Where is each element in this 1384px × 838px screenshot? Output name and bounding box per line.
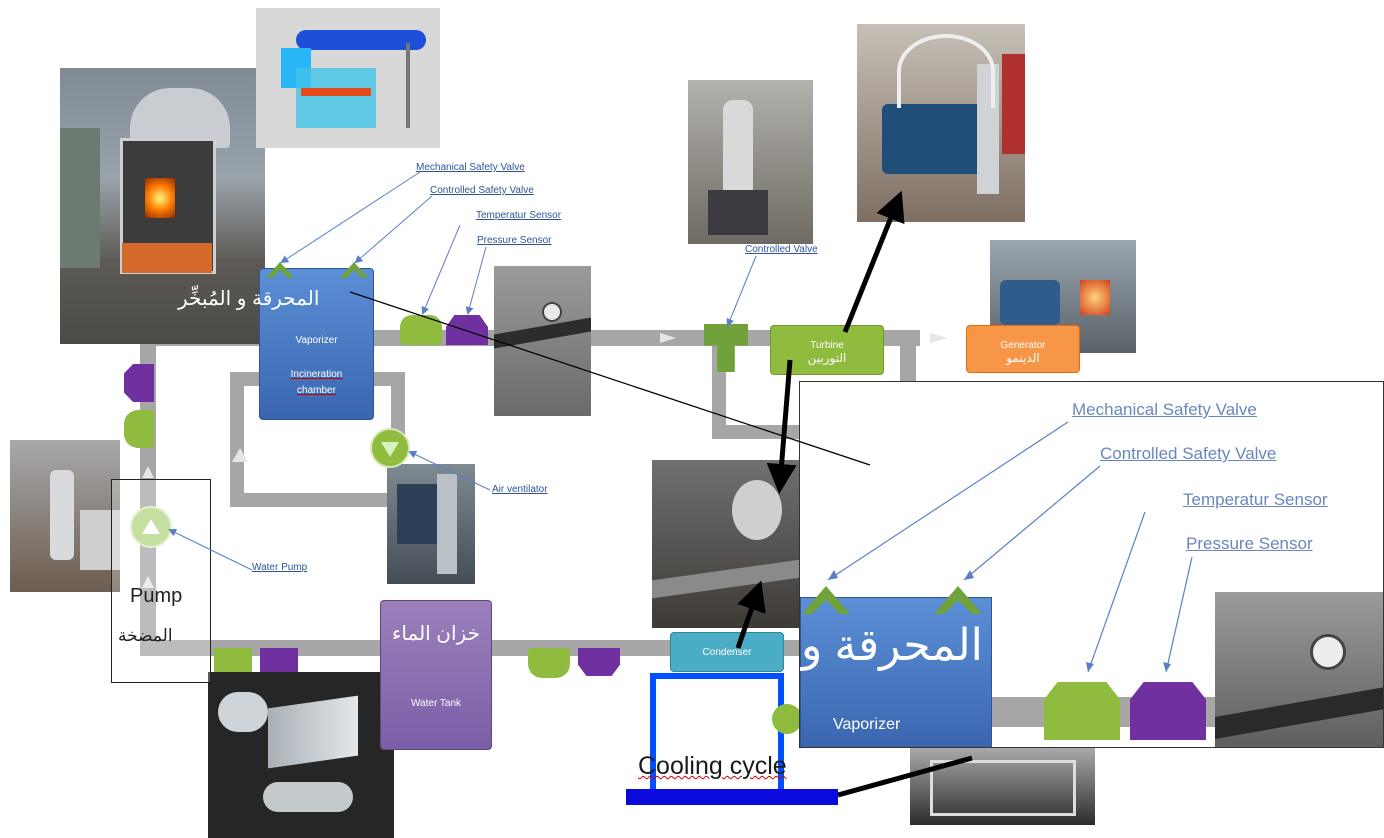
incinerator-photo [60, 68, 265, 344]
flow-arrow [930, 333, 948, 343]
turbine-label: Turbine [810, 340, 844, 351]
water-tank-photo [208, 672, 394, 838]
zoom-vaporizer-label: Vaporizer [833, 716, 901, 733]
water-pump-annotation: Water Pump [252, 562, 308, 573]
incineration-label: Incineration [290, 369, 343, 380]
zoom-mechanical-safety-valve-annotation: Mechanical Safety Valve [1072, 400, 1257, 419]
pointer-mechanical-valve [280, 171, 421, 264]
left-pressure-sensor-icon [124, 364, 154, 402]
flow-arrow [660, 333, 676, 343]
zoom-pressure-sensor-annotation: Pressure Sensor [1186, 534, 1313, 553]
pointer-air-ventilator [408, 450, 491, 491]
turbine-arabic-label: التوربين [807, 351, 847, 365]
generator-arabic-label: الدينمو [1006, 351, 1040, 365]
cooling-base [626, 789, 838, 805]
pump-photo [10, 440, 120, 592]
design-render-photo [256, 8, 440, 148]
water-tank-label: Water Tank [410, 698, 462, 709]
zoom-inset: المحرقة و Vaporizer Mechanical Safety Va… [799, 381, 1384, 748]
mechanical-safety-valve-icon [266, 262, 294, 278]
vaporizer-label: Vaporizer [295, 335, 338, 346]
condenser-box: Condenser [670, 632, 784, 672]
water-pump-icon [130, 506, 172, 548]
water-tank-arabic-label: خزان الماء [392, 623, 480, 645]
condenser-up-connector [766, 359, 797, 494]
turbine-down-pipe [900, 330, 916, 390]
condensate-temperature-sensor-icon [528, 648, 570, 678]
bottom-temperature-sensor-icon [214, 648, 252, 672]
zoom-gauge-photo [1215, 592, 1383, 747]
condenser-photo-connector [735, 580, 766, 649]
controlled-valve-photo [688, 80, 813, 244]
mechanical-safety-valve-annotation: Mechanical Safety Valve [416, 162, 525, 173]
water-tank-box: خزان الماء Water Tank [380, 600, 492, 750]
pump-label: Pump [130, 585, 183, 607]
generator-box: Generator الدينمو [966, 325, 1080, 373]
zoom-controlled-valve-icon [934, 586, 982, 614]
pump-arabic-label: المضخة [118, 626, 173, 645]
cooling-photo-connector [837, 755, 973, 798]
flow-arrow [142, 576, 154, 588]
air-loop-bottom [230, 493, 405, 507]
turbine-photo-connector [842, 190, 905, 333]
cooling-tank-photo [910, 740, 1095, 825]
cooling-pump-icon [772, 704, 802, 734]
zoom-vaporizer-box: المحرقة و Vaporizer [800, 597, 992, 747]
controlled-valve-annotation: Controlled Valve [745, 244, 818, 255]
flow-arrow [232, 448, 248, 462]
pressure-sensor-icon [446, 315, 488, 345]
zoom-arabic-title: المحرقة و [801, 621, 983, 670]
air-ventilator-photo [387, 464, 475, 584]
pointer-water-pump [168, 529, 253, 571]
zoom-mechanical-valve-icon [802, 586, 850, 614]
zoom-temperature-sensor-icon [1044, 682, 1120, 740]
left-temperature-sensor-icon [124, 410, 154, 448]
pressure-sensor-annotation: Pressure Sensor [477, 235, 552, 246]
air-ventilator-annotation: Air ventilator [492, 484, 548, 495]
pressure-gauge-photo [494, 266, 591, 416]
zoom-pressure-sensor-icon [1130, 682, 1206, 740]
controlled-safety-valve-annotation: Controlled Safety Valve [430, 185, 534, 196]
pointer-controlled-valve-block [726, 255, 757, 327]
incinerator-arabic-title: المحرقة و المُبخِّر [178, 288, 320, 310]
generator-label: Generator [1000, 340, 1046, 351]
controlled-safety-valve-icon [340, 262, 368, 278]
zoom-arrows [802, 421, 1193, 673]
air-loop-left [230, 372, 244, 507]
air-ventilator-icon [370, 428, 410, 468]
pointer-controlled-valve [354, 195, 433, 264]
flow-arrow [142, 466, 154, 478]
temperature-sensor-annotation: Temperatur Sensor [476, 210, 562, 221]
pointer-temperature-sensor [421, 224, 461, 315]
zoom-controlled-safety-valve-annotation: Controlled Safety Valve [1100, 444, 1277, 463]
zoom-temperature-sensor-annotation: Temperatur Sensor [1183, 490, 1328, 509]
turbine-photo [857, 24, 1025, 222]
pointer-pressure-sensor [465, 246, 487, 315]
zoom-connector [349, 291, 871, 466]
cooling-cycle-label: Cooling cycle [638, 752, 787, 780]
chamber-label: chamber [297, 385, 336, 396]
bottom-pressure-sensor-icon [260, 648, 298, 672]
condensate-pressure-sensor-icon [578, 648, 620, 676]
condenser-label: Condenser [702, 647, 752, 658]
